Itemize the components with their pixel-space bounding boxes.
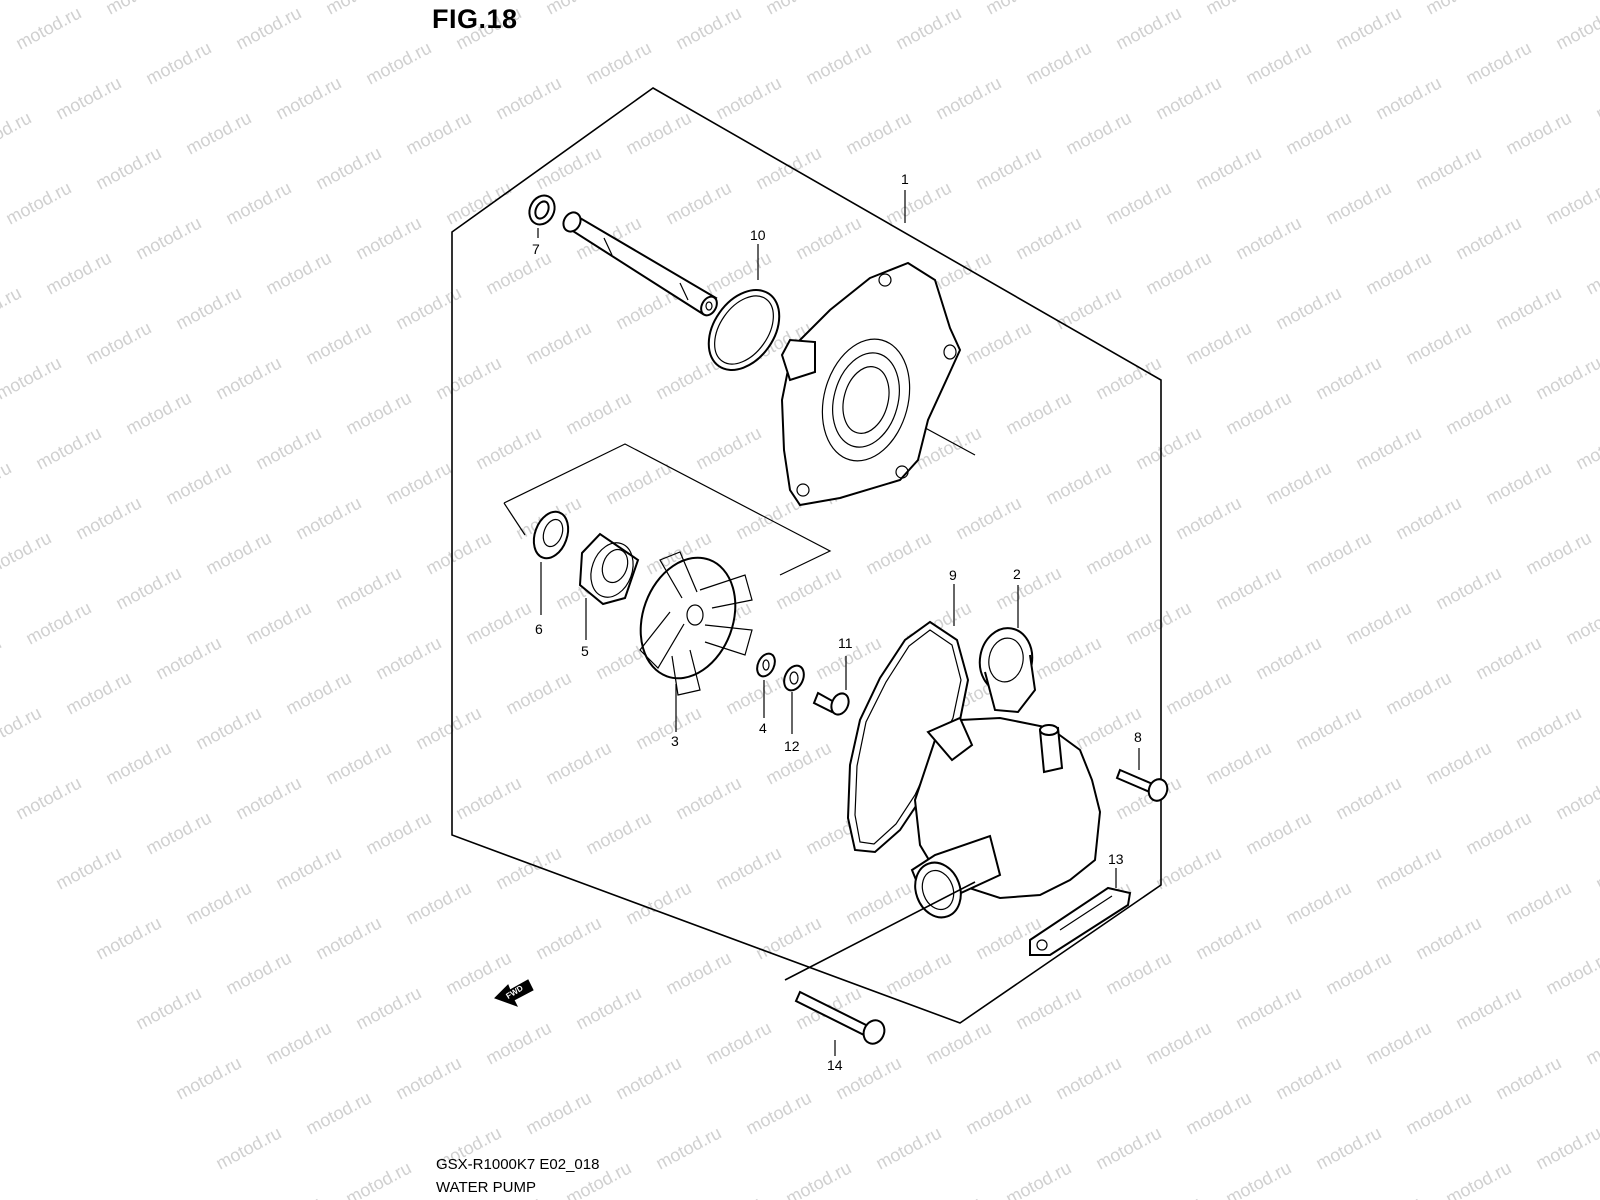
- callout-label-8: 8: [1134, 729, 1142, 745]
- bolt-part-14: [784, 881, 976, 1056]
- subassembly-outline-left: [503, 502, 526, 536]
- callout-label-4: 4: [759, 720, 767, 736]
- callout-label-1: 1: [901, 171, 909, 187]
- callout-label-14: 14: [827, 1057, 843, 1073]
- callout-label-13: 13: [1108, 851, 1124, 867]
- clamp-part-13: [1029, 868, 1132, 956]
- bolt-part-8: [1115, 748, 1169, 802]
- pump-case: [780, 261, 962, 507]
- callout-label-3: 3: [671, 733, 679, 749]
- callout-label-6: 6: [535, 621, 543, 637]
- footer-section-name: WATER PUMP: [436, 1179, 536, 1196]
- o-ring-part-10: [707, 244, 781, 371]
- impeller-part-3: [639, 551, 753, 732]
- callout-label-12: 12: [784, 738, 800, 754]
- subassembly-outline: [503, 443, 832, 576]
- callout-label-5: 5: [581, 643, 589, 659]
- mechanical-seal-part-5: [578, 532, 640, 640]
- pump-cover-part-2: [910, 585, 1102, 919]
- fwd-arrow-icon: [494, 979, 534, 1007]
- assembly-outline: [451, 87, 1162, 1024]
- oil-seal-part-6: [532, 510, 570, 615]
- callout-label-11: 11: [838, 635, 853, 651]
- washer-part-12: [783, 664, 805, 734]
- washer-part-4: [756, 652, 776, 718]
- bolt-part-11: [812, 656, 850, 716]
- callout-label-2: 2: [1013, 566, 1021, 582]
- figure-title: FIG.18: [432, 4, 518, 34]
- washer-part-7: [528, 194, 556, 238]
- callout-label-9: 9: [949, 567, 957, 583]
- footer-model-code: GSX-R1000K7 E02_018: [436, 1156, 600, 1173]
- callout-label-7: 7: [532, 241, 540, 257]
- gasket-part-9: [846, 584, 970, 854]
- shaft-part: [562, 211, 718, 317]
- callout-label-10: 10: [750, 227, 766, 243]
